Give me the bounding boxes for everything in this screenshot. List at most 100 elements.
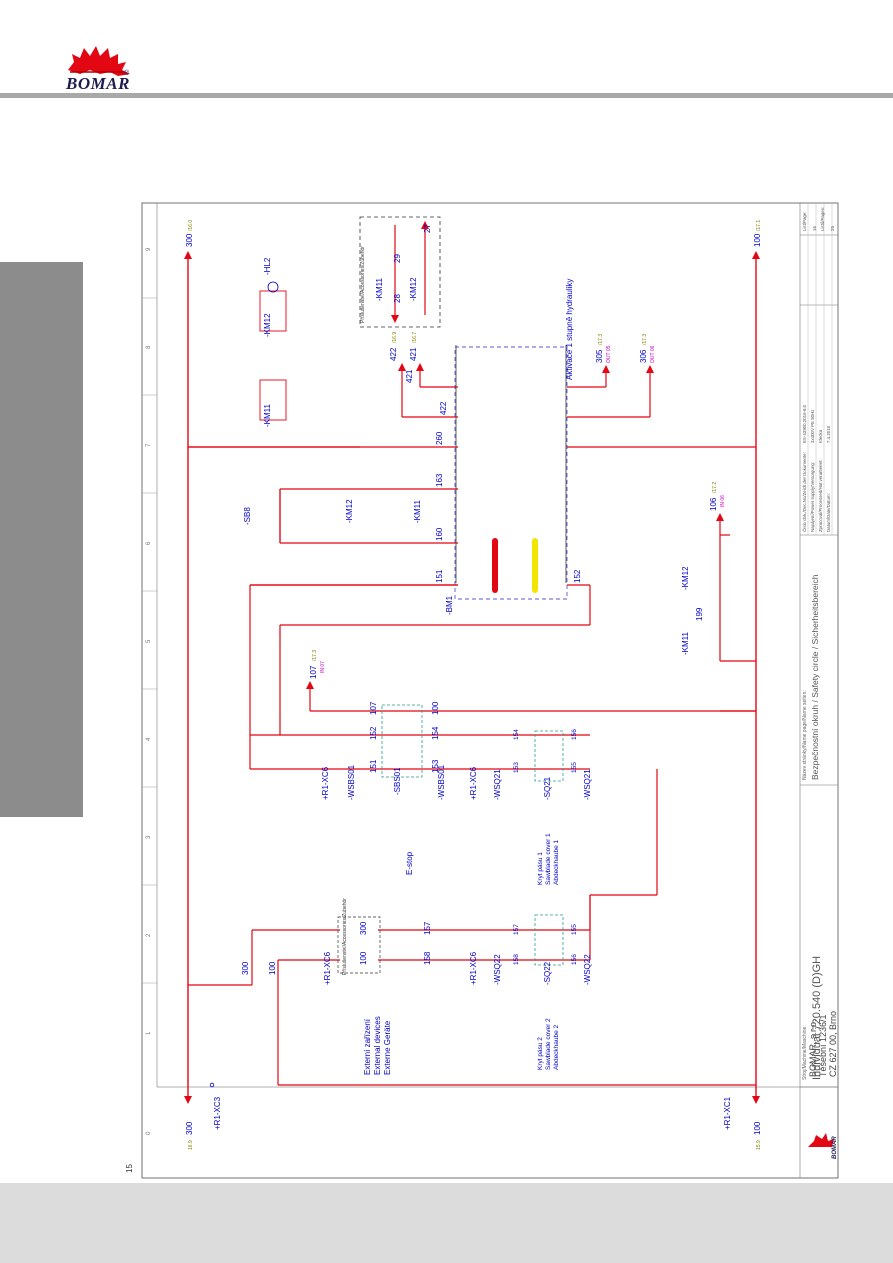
wire-label: 156 xyxy=(571,954,578,965)
wire-label: 155 xyxy=(571,924,578,935)
estop-device: -SBS01 xyxy=(393,767,402,795)
rail-300 xyxy=(184,251,360,1104)
hyd-wire: 27 xyxy=(423,224,432,233)
page-number: 15 xyxy=(125,1164,134,1173)
wire-label: 100 xyxy=(431,701,440,715)
wire-label: 153 xyxy=(513,762,520,773)
sheet-label: Název stránky/Name page/Name seiten: xyxy=(802,690,808,780)
cover2-line: Sawblade cover 2 xyxy=(545,1018,552,1070)
column-grid xyxy=(142,297,157,984)
drawn-label: Zpracoval/Processed/Hat verarbeitet: xyxy=(818,460,823,532)
list-label: List/Page: xyxy=(802,211,807,231)
cover2-terminal: +R1-XC6 xyxy=(469,951,478,985)
hyd-km11: -KM11 xyxy=(375,277,384,301)
wire-label: 160 xyxy=(435,527,444,541)
col-num: 4 xyxy=(146,737,152,741)
date-value: 7.4.2016 xyxy=(826,425,831,443)
rail-labels: 300 16.9 300 /16.0 100 15.9 100 /17.1 +R… xyxy=(185,220,762,1150)
machine-name: Individual 720.540 (D)GH xyxy=(811,956,823,1080)
title-logo-word: BOMAR xyxy=(832,1136,838,1159)
cover2-line: Abdeckhaube 2 xyxy=(553,1024,560,1070)
company-name: BOMAR, s.r.o. xyxy=(808,1019,818,1077)
cover1-device: -SQ21 xyxy=(543,776,552,800)
wire-label: 155 xyxy=(571,762,578,773)
hydraulics-title: Aktivace 1 stupně hydrauliky xyxy=(565,279,574,380)
wire-label: 158 xyxy=(423,951,432,965)
wire-label: 107 xyxy=(369,701,378,715)
cover2-cable-2: -WSQ22 xyxy=(583,954,592,985)
column-numbers: 0 1 2 3 4 5 6 7 8 9 xyxy=(146,247,152,1135)
sb8-label: -SB8 xyxy=(243,507,252,525)
total-label: Listů/Pages: xyxy=(820,207,825,231)
side-tab xyxy=(0,262,83,817)
terminal-xc3: +R1-XC3 xyxy=(213,1096,222,1130)
signal-306-ref: /17.3 xyxy=(642,334,648,345)
wire-label: 157 xyxy=(513,924,520,935)
drawn-value: Klecka xyxy=(818,429,823,443)
estop-name: E-stop xyxy=(405,851,414,875)
frame-inner xyxy=(156,202,839,1088)
hl2-label: -HL2 xyxy=(263,257,272,275)
rail-100-in: 100 xyxy=(753,1121,762,1135)
external-line: Externe Geräte xyxy=(383,1020,392,1075)
wire-label: 158 xyxy=(513,954,520,965)
schematic-sheet: 0 1 2 3 4 5 6 7 8 9 15 BOMAR, s.r.o. Těš… xyxy=(120,195,840,1180)
sawblade-cover-2: Kryt pásu 2 Sawblade cover 2 Abdeckhaube… xyxy=(450,769,658,1070)
col-num: 6 xyxy=(146,541,152,545)
external-terminal: +R1-XC6 xyxy=(323,951,332,985)
signal-106-ref: /17.2 xyxy=(712,482,718,493)
km11-contact-label: -KM11 xyxy=(413,499,422,523)
contactors: -SB8 -KM12 -KM11 -KM11 -KM12 -HL2 -KM11 … xyxy=(243,257,730,661)
safety-relay-bm1: -BM1 151 152 160 163 260 421 422 422 /16… xyxy=(188,332,670,615)
km12-contact-label: -KM12 xyxy=(345,499,354,523)
wire-label: 154 xyxy=(513,729,520,740)
cover2-line: Kryt pásu 2 xyxy=(537,1037,544,1070)
signal-106: 106 xyxy=(709,497,718,511)
signal-306-name: OUT 06 xyxy=(650,345,656,363)
estop-cable: -WSBS01 xyxy=(347,764,356,800)
signal-422: 422 xyxy=(389,347,398,361)
wire-label: 163 xyxy=(435,473,444,487)
cover1-line: Abdeckhaube 1 xyxy=(553,839,560,885)
doc-number: ES-43900.2016-8.0 xyxy=(802,404,807,443)
wire-label: 154 xyxy=(431,726,440,740)
company-street: Těšební 1236/1 xyxy=(818,1014,828,1077)
wire-label: 153 xyxy=(431,759,440,773)
registered-mark: ® xyxy=(124,70,130,77)
km11-coil-label: -KM11 xyxy=(263,403,272,427)
col-num: 3 xyxy=(146,835,152,839)
wire-199: 199 xyxy=(695,607,704,621)
terminal-xc1: +R1-XC1 xyxy=(723,1096,732,1130)
col-num: 1 xyxy=(146,1031,152,1035)
wire-label: 260 xyxy=(435,431,444,445)
cover1-terminal: +R1-XC6 xyxy=(469,766,478,800)
wire-label: 152 xyxy=(573,569,582,583)
wire-label: 151 xyxy=(369,759,378,773)
signal-107-name: IN 07 xyxy=(320,661,326,673)
col-num: 9 xyxy=(146,247,152,251)
list-value: 16 xyxy=(812,226,817,231)
rail-300-in-ref: 16.9 xyxy=(188,1140,194,1150)
estop-terminal: +R1-XC6 xyxy=(321,766,330,800)
wire-label: 421 xyxy=(405,369,414,383)
cover1-cable: -WSQ21 xyxy=(493,769,502,800)
col-num: 0 xyxy=(146,1131,152,1135)
hyd-wire: 28 xyxy=(393,294,402,303)
title-logo: BOMAR xyxy=(808,1133,838,1159)
hydraulics-box: Příslušenství/Accessories/Zubehör 28 29 … xyxy=(359,216,574,380)
wire-label: 157 xyxy=(423,921,432,935)
hyd-wire: 29 xyxy=(393,254,402,263)
estop-cable-2: -WSBS01 xyxy=(437,764,446,800)
wire-label: 300 xyxy=(359,921,368,935)
wire-label: 300 xyxy=(241,961,250,975)
sheet-title: Bezpečnostní okruh / Safety circle / Sic… xyxy=(810,574,820,780)
rail-100-out-ref: /17.1 xyxy=(756,220,762,231)
relay-led-yellow xyxy=(532,538,538,593)
signal-305-name: OUT 05 xyxy=(606,345,612,363)
machine-label: Stroj/Machine/Maschine: xyxy=(802,1025,808,1080)
signal-421: 421 xyxy=(409,347,418,361)
signal-106-name: IN 06 xyxy=(720,495,726,507)
page-header: BOMAR ® xyxy=(0,0,893,100)
hydraulics-box-title: Příslušenství/Accessories/Zubehör xyxy=(360,246,366,323)
km12-aux-label: -KM12 xyxy=(681,566,690,590)
